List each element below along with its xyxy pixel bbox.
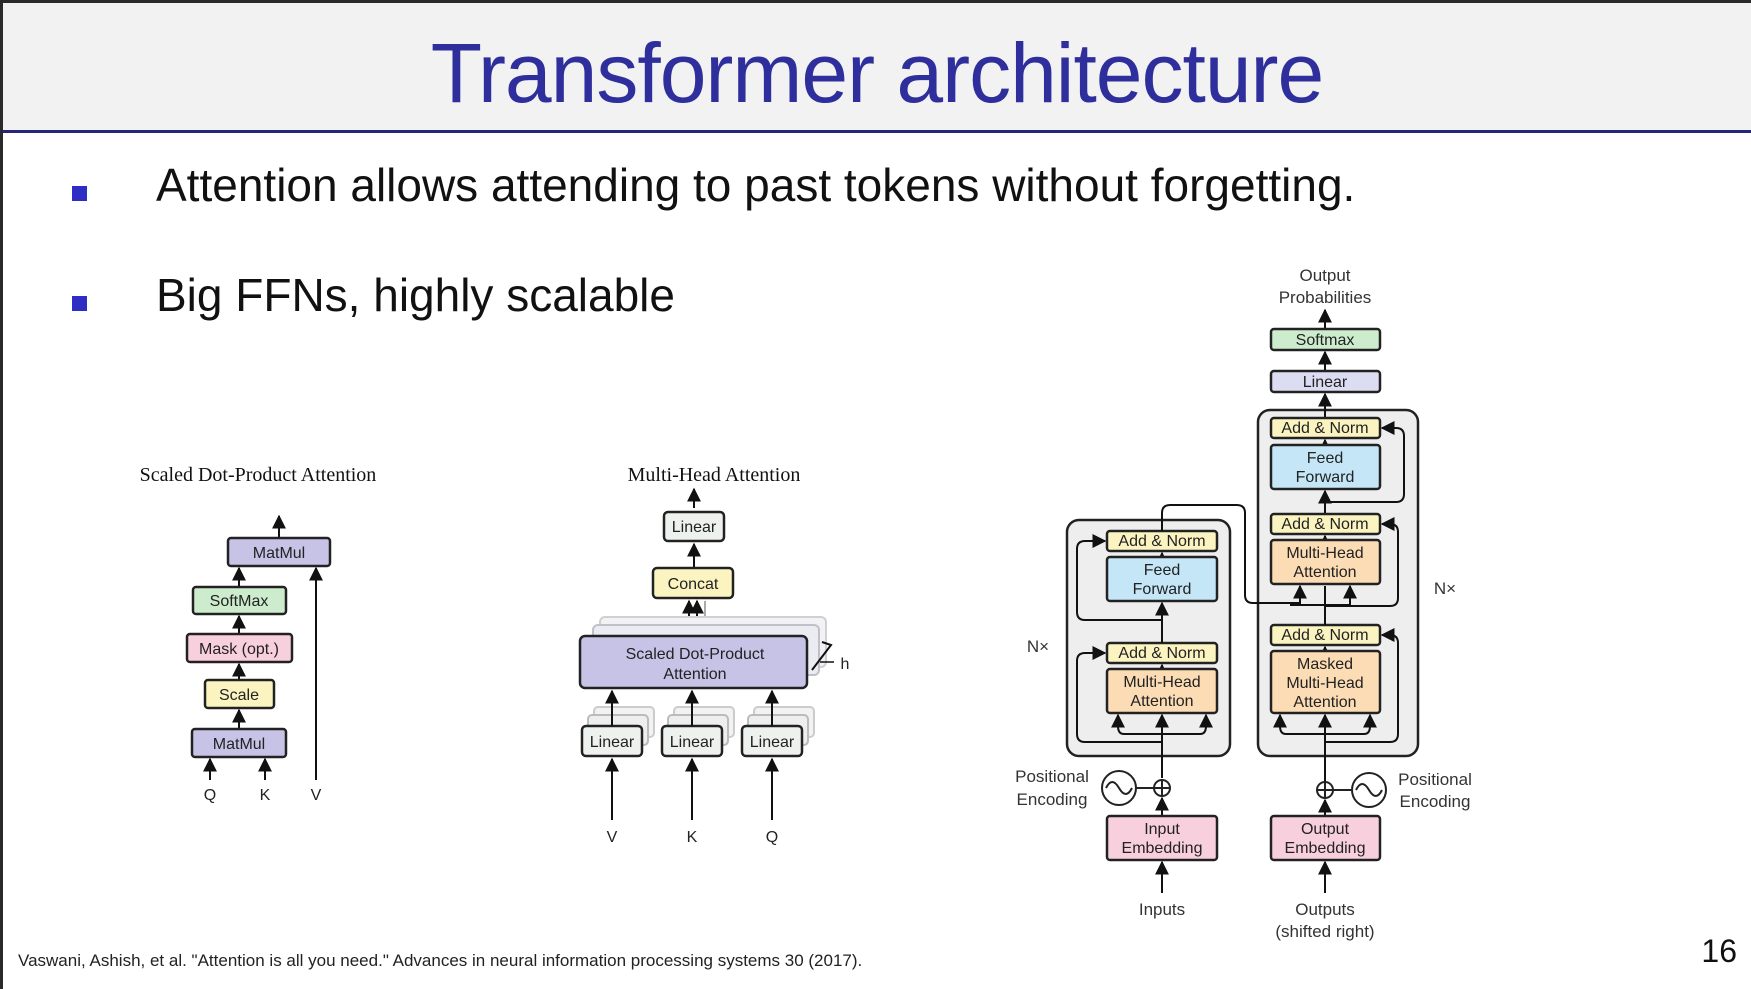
output-embedding-box: [1269, 814, 1382, 862]
outputs-label-line1: Outputs: [1295, 900, 1355, 919]
decoder-add-norm-2-box: [1269, 512, 1382, 536]
decoder-masked-line3: Attention: [1293, 694, 1356, 711]
encoder-multi-head-line2: Attention: [1130, 693, 1193, 710]
sdpa-title: Scaled Dot-Product Attention: [140, 464, 377, 486]
transformer-diagram: N× N× Output Probabilities Softmax Linea…: [1015, 266, 1472, 941]
bullet-marker-1: [72, 186, 87, 201]
decoder-add-norm-3-label: Add & Norm: [1281, 420, 1368, 437]
mha-linear-k-stack: Linear: [660, 706, 735, 758]
transformer-linear-label: Linear: [1303, 374, 1348, 391]
sdpa-scale-box: [203, 678, 276, 710]
decoder-add-norm-1-label: Add & Norm: [1281, 627, 1368, 644]
sdpa-matmul-bottom-box: [190, 727, 288, 759]
sdpa-softmax-label: SoftMax: [210, 593, 269, 610]
mha-sdpa-box: [578, 634, 809, 690]
transformer-softmax-label: Softmax: [1296, 332, 1355, 349]
mha-linear-q-stack: Linear: [740, 706, 815, 758]
bullet-text-2: Big FFNs, highly scalable: [156, 269, 675, 321]
input-embedding-line1: Input: [1144, 821, 1180, 838]
decoder-positional-line2: Encoding: [1400, 792, 1471, 811]
decoder-add-norm-2-label: Add & Norm: [1281, 516, 1368, 533]
output-probabilities-line1: Output: [1299, 266, 1350, 285]
mha-linear-top-box: [662, 510, 726, 543]
bullet-marker-2: [72, 296, 87, 311]
mha-linear-k-label: Linear: [670, 734, 715, 751]
slide-border-left: [0, 0, 3, 989]
encoder-add-norm-1-label: Add & Norm: [1118, 645, 1205, 662]
output-embedding-line2: Embedding: [1285, 840, 1366, 857]
decoder-multi-head-box: [1269, 538, 1382, 586]
decoder-multi-head-line2: Attention: [1293, 564, 1356, 581]
transformer-linear-box: [1269, 369, 1382, 394]
mha-title: Multi-Head Attention: [628, 464, 801, 486]
mha-input-k: K: [687, 829, 698, 846]
decoder-feed-forward-line2: Forward: [1296, 469, 1355, 486]
mha-input-q: Q: [766, 829, 778, 846]
mha-linear-v-stack: Linear: [580, 706, 655, 758]
bullet-text-1: Attention allows attending to past token…: [156, 159, 1356, 211]
page-number: 16: [1701, 933, 1737, 969]
decoder-multi-head-line1: Multi-Head: [1286, 545, 1363, 562]
decoder-masked-attention-box: [1269, 649, 1382, 715]
mha-h-label: h: [841, 656, 850, 673]
mha-concat-box: [651, 566, 735, 600]
output-embedding-line1: Output: [1301, 821, 1350, 838]
decoder-positional-line1: Positional: [1398, 770, 1472, 789]
sdpa-matmul-bottom-label: MatMul: [213, 736, 265, 753]
sdpa-matmul-top-label: MatMul: [253, 545, 305, 562]
inputs-label: Inputs: [1139, 900, 1185, 919]
mha-linear-q-label: Linear: [750, 734, 795, 751]
encoder-multi-head-line1: Multi-Head: [1123, 674, 1200, 691]
mha-input-v: V: [607, 829, 618, 846]
title-bar: Transformer architecture: [3, 3, 1751, 133]
mha-diagram: Multi-Head Attention Linear Concat Scale…: [578, 464, 850, 846]
sdpa-input-k: K: [260, 787, 271, 804]
slide-border-top: [0, 0, 1751, 3]
slide-title: Transformer architecture: [430, 26, 1325, 120]
decoder-feed-forward-box: [1269, 443, 1382, 491]
encoder-multi-head-box: [1105, 667, 1219, 715]
sdpa-matmul-top-box: [226, 536, 332, 568]
citation: Vaswani, Ashish, et al. "Attention is al…: [18, 951, 863, 970]
sdpa-scale-label: Scale: [219, 687, 259, 704]
sdpa-diagram: Scaled Dot-Product Attention MatMul Soft…: [140, 464, 377, 804]
decoder-masked-line2: Multi-Head: [1286, 675, 1363, 692]
sdpa-mask-label: Mask (opt.): [199, 641, 279, 658]
decoder-masked-line1: Masked: [1297, 656, 1353, 673]
encoder-nx-label: N×: [1027, 637, 1049, 656]
outputs-label-line2: (shifted right): [1275, 922, 1374, 941]
encoder-feed-forward-box: [1105, 555, 1219, 603]
encoder-positional-line1: Positional: [1015, 767, 1089, 786]
mha-sdpa-label-line2: Attention: [663, 666, 726, 683]
output-probabilities-line2: Probabilities: [1279, 288, 1372, 307]
transformer-softmax-box: [1269, 327, 1382, 352]
encoder-feed-forward-line2: Forward: [1133, 581, 1192, 598]
input-embedding-line2: Embedding: [1122, 840, 1203, 857]
mha-concat-label: Concat: [668, 576, 719, 593]
sdpa-input-v: V: [311, 787, 322, 804]
encoder-add-norm-2-label: Add & Norm: [1118, 533, 1205, 550]
decoder-add-norm-3-box: [1269, 416, 1382, 440]
decoder-nx-label: N×: [1434, 579, 1456, 598]
mha-linear-top-label: Linear: [672, 519, 717, 536]
mha-linear-v-label: Linear: [590, 734, 635, 751]
sdpa-input-q: Q: [204, 787, 216, 804]
sdpa-mask-box: [185, 632, 294, 664]
encoder-positional-line2: Encoding: [1017, 790, 1088, 809]
sdpa-softmax-box: [191, 585, 288, 616]
encoder-feed-forward-line1: Feed: [1144, 562, 1180, 579]
mha-sdpa-label-line1: Scaled Dot-Product: [626, 646, 765, 663]
decoder-feed-forward-line1: Feed: [1307, 450, 1343, 467]
input-embedding-box: [1105, 814, 1219, 862]
